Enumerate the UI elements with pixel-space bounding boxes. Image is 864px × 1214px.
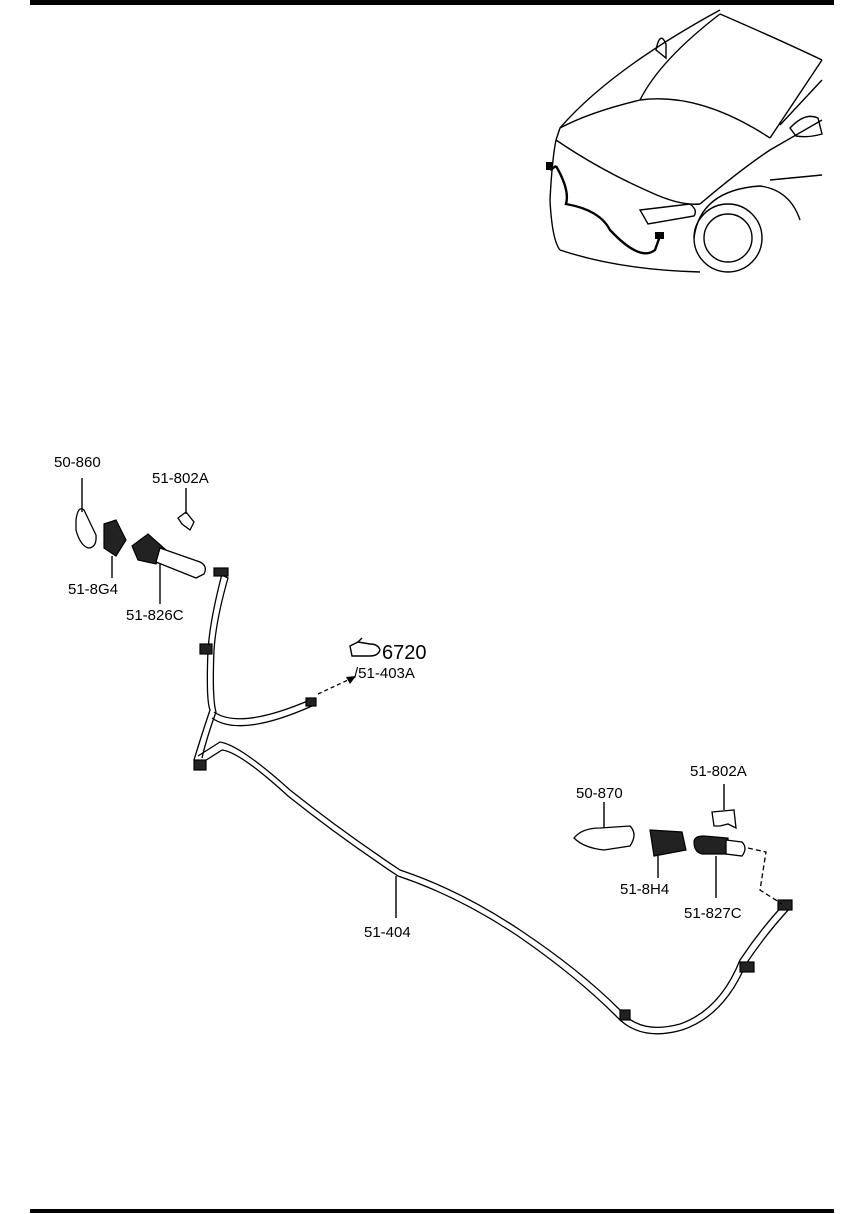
label-51-826C: 51-826C [126, 607, 184, 624]
label-50-870: 50-870 [576, 785, 623, 802]
label-51-8G4: 51-8G4 [68, 581, 118, 598]
label-51-8H4: 51-8H4 [620, 881, 669, 898]
label-51-827C: 51-827C [684, 905, 742, 922]
nozzle-51-826C [131, 533, 206, 604]
arrow-51-403A [346, 676, 356, 684]
hand-pointer-icon [349, 637, 381, 657]
label-50-860: 50-860 [54, 454, 101, 471]
label-51-802A-left: 51-802A [152, 470, 209, 487]
bottom-border [30, 1209, 834, 1213]
label-51-802A-right: 51-802A [690, 763, 747, 780]
dashed-connector [747, 847, 783, 905]
ref-6720: 6720 [382, 642, 427, 664]
top-border [30, 0, 834, 5]
leader-51-403A [317, 679, 349, 695]
clip-51-802A-left [177, 488, 195, 531]
label-51-404: 51-404 [364, 924, 411, 941]
cap-50-860 [75, 478, 97, 549]
holder-51-8H4 [649, 829, 687, 878]
cap-50-870 [573, 802, 635, 851]
nozzle-51-827C [693, 835, 746, 898]
label-51-403A: /51-403A [354, 665, 415, 682]
vehicle-inset [546, 9, 823, 273]
hose-51-404 [193, 567, 793, 1035]
clip-51-802A-right [711, 784, 737, 830]
holder-51-8G4 [103, 519, 127, 578]
